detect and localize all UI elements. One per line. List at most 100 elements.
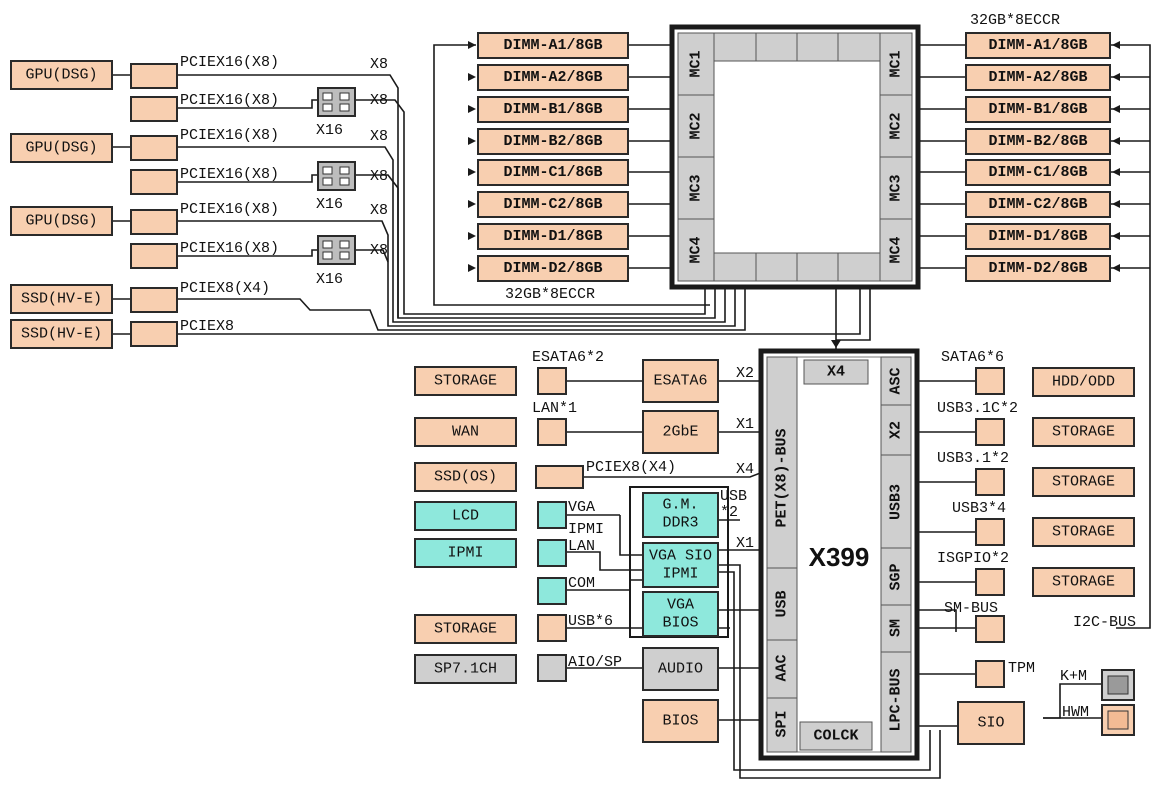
chipset-top-port: X4 <box>827 364 845 381</box>
arrowheads <box>468 41 1120 348</box>
device-label: STORAGE <box>1052 574 1115 591</box>
chipset-right-port: SM <box>888 619 905 637</box>
pcie-slots: PCIEX16(X8) PCIEX16(X8) PCIEX16(X8) PCIE… <box>130 54 388 347</box>
link-label: K+M <box>1060 668 1087 685</box>
mc-label: MC1 <box>688 50 705 77</box>
controller-label: VGA <box>667 597 694 614</box>
connector-icon <box>975 418 1005 446</box>
link-label: LAN <box>568 538 595 555</box>
pcie-slot-icon <box>130 96 178 122</box>
link-label: IPMI <box>568 521 604 538</box>
usb-label: USB <box>720 488 747 505</box>
gpu-group: GPU(DSG) GPU(DSG) GPU(DSG) SSD(HV-E) SSD… <box>10 60 113 349</box>
device-label: SP7.1CH <box>434 661 497 678</box>
chipset-name: X399 <box>809 542 870 572</box>
usb-label: *2 <box>720 504 738 521</box>
controller-label: AUDIO <box>658 661 703 678</box>
pcie-slot-label: PCIEX16(X8) <box>180 166 279 183</box>
chipset-left-port: SPI <box>774 710 791 737</box>
gpu-box-1: GPU(DSG) <box>10 60 113 90</box>
dimm-slot-label: DIMM-A2/8GB <box>503 69 602 86</box>
mc-label: MC4 <box>888 236 905 263</box>
connector-icon <box>537 654 567 682</box>
device-label: STORAGE <box>1052 474 1115 491</box>
mc-label: MC1 <box>888 50 905 77</box>
connector-icon <box>975 615 1005 643</box>
device-label: WAN <box>452 424 479 441</box>
link-label: I2C-BUS <box>1073 614 1136 631</box>
dimm-slot-label: DIMM-C2/8GB <box>988 196 1087 213</box>
lane-label-x8: X8 <box>370 128 388 145</box>
connector-icon <box>537 501 567 529</box>
dimm-slot-label: DIMM-B2/8GB <box>988 133 1087 150</box>
ssd-hve-box-2: SSD(HV-E) <box>10 319 113 349</box>
dimm-slot-label: DIMM-B1/8GB <box>988 101 1087 118</box>
connector-icon <box>975 367 1005 395</box>
lane-label-x16: X16 <box>316 122 343 139</box>
controller-label: VGA SIO <box>649 548 712 565</box>
lane-label-x8: X8 <box>370 168 388 185</box>
mem-caption-left: 32GB*8ECCR <box>505 286 595 303</box>
dimm-slot-label: DIMM-A1/8GB <box>988 37 1087 54</box>
connector-icon <box>537 367 567 395</box>
dimm-left-column: DIMM-A1/8GB DIMM-A2/8GB DIMM-B1/8GB DIMM… <box>477 32 629 303</box>
sio-label: SIO <box>977 715 1004 732</box>
pcie-slot-label: PCIEX16(X8) <box>180 201 279 218</box>
link-label: TPM <box>1008 660 1035 677</box>
pcie-slot-icon <box>130 321 178 347</box>
pcie-slot-icon <box>130 243 178 269</box>
ssd-hve-box-1: SSD(HV-E) <box>10 284 113 314</box>
lane-label-x1: X1 <box>736 416 754 433</box>
mem-caption-right: 32GB*8ECCR <box>970 12 1060 29</box>
dimm-slot-label: DIMM-C1/8GB <box>988 164 1087 181</box>
connector-icon <box>975 568 1005 596</box>
dimm-slot-label: DIMM-D1/8GB <box>988 228 1087 245</box>
chipset-right-port: ASC <box>888 367 905 394</box>
connector-icon <box>537 614 567 642</box>
pcie-slot-icon <box>130 135 178 161</box>
device-label: STORAGE <box>1052 424 1115 441</box>
connector-icon <box>537 577 567 605</box>
link-label: COM <box>568 575 595 592</box>
cpu-block: MC1 MC2 MC3 MC4 MC1 MC2 MC3 MC4 <box>669 24 921 290</box>
lane-label-x8: X8 <box>370 202 388 219</box>
pcie-slot-label: PCIEX16(X8) <box>180 54 279 71</box>
lane-label-x16: X16 <box>316 196 343 213</box>
dimm-slot-label: DIMM-D2/8GB <box>988 260 1087 277</box>
gpu-box-3: GPU(DSG) <box>10 206 113 236</box>
device-label: IPMI <box>447 545 483 562</box>
connector-icon <box>537 539 567 567</box>
device-label: HDD/ODD <box>1052 374 1115 391</box>
lane-label-x1: X1 <box>736 535 754 552</box>
device-label: SSD(OS) <box>434 469 497 486</box>
pcie-switch-1 <box>317 87 356 117</box>
dimm-slot-label: DIMM-C2/8GB <box>503 196 602 213</box>
lane-label-x8: X8 <box>370 242 388 259</box>
pcie-slot-label: PCIEX16(X8) <box>180 127 279 144</box>
controller-label: IPMI <box>662 566 698 583</box>
dimm-slot-label: DIMM-A1/8GB <box>503 37 602 54</box>
link-label: ISGPIO*2 <box>937 550 1009 567</box>
pcie-switch-2 <box>317 161 356 191</box>
lane-label-x16: X16 <box>316 271 343 288</box>
lane-label-x8: X8 <box>370 92 388 109</box>
connector-icon <box>975 468 1005 496</box>
mc-label: MC3 <box>888 174 905 201</box>
connector-icon <box>537 418 567 446</box>
ssd-hve-label: SSD(HV-E) <box>21 326 102 343</box>
gpu-label: GPU(DSG) <box>25 213 97 230</box>
device-label: STORAGE <box>434 621 497 638</box>
mc-label: MC3 <box>688 174 705 201</box>
right-io-connectors: SATA6*6 USB3.1C*2 USB3.1*2 USB3*4 ISGPIO… <box>937 349 1136 721</box>
chipset-left-port: AAC <box>774 654 791 681</box>
ssd-hve-label: SSD(HV-E) <box>21 291 102 308</box>
link-label: AIO/SP <box>568 654 622 671</box>
link-label: VGA <box>568 499 595 516</box>
mc-label: MC2 <box>688 112 705 139</box>
chipset-clock-label: COLCK <box>813 728 858 745</box>
pcie-switch-3 <box>317 235 356 265</box>
right-io-devices: HDD/ODD STORAGE STORAGE STORAGE STORAGE … <box>957 367 1135 745</box>
controller-label: BIOS <box>662 713 698 730</box>
gpu-label: GPU(DSG) <box>25 140 97 157</box>
left-io-controllers: ESATA6 2GbE G.M. DDR3 VGA SIO IPMI VGA B… <box>629 359 754 743</box>
